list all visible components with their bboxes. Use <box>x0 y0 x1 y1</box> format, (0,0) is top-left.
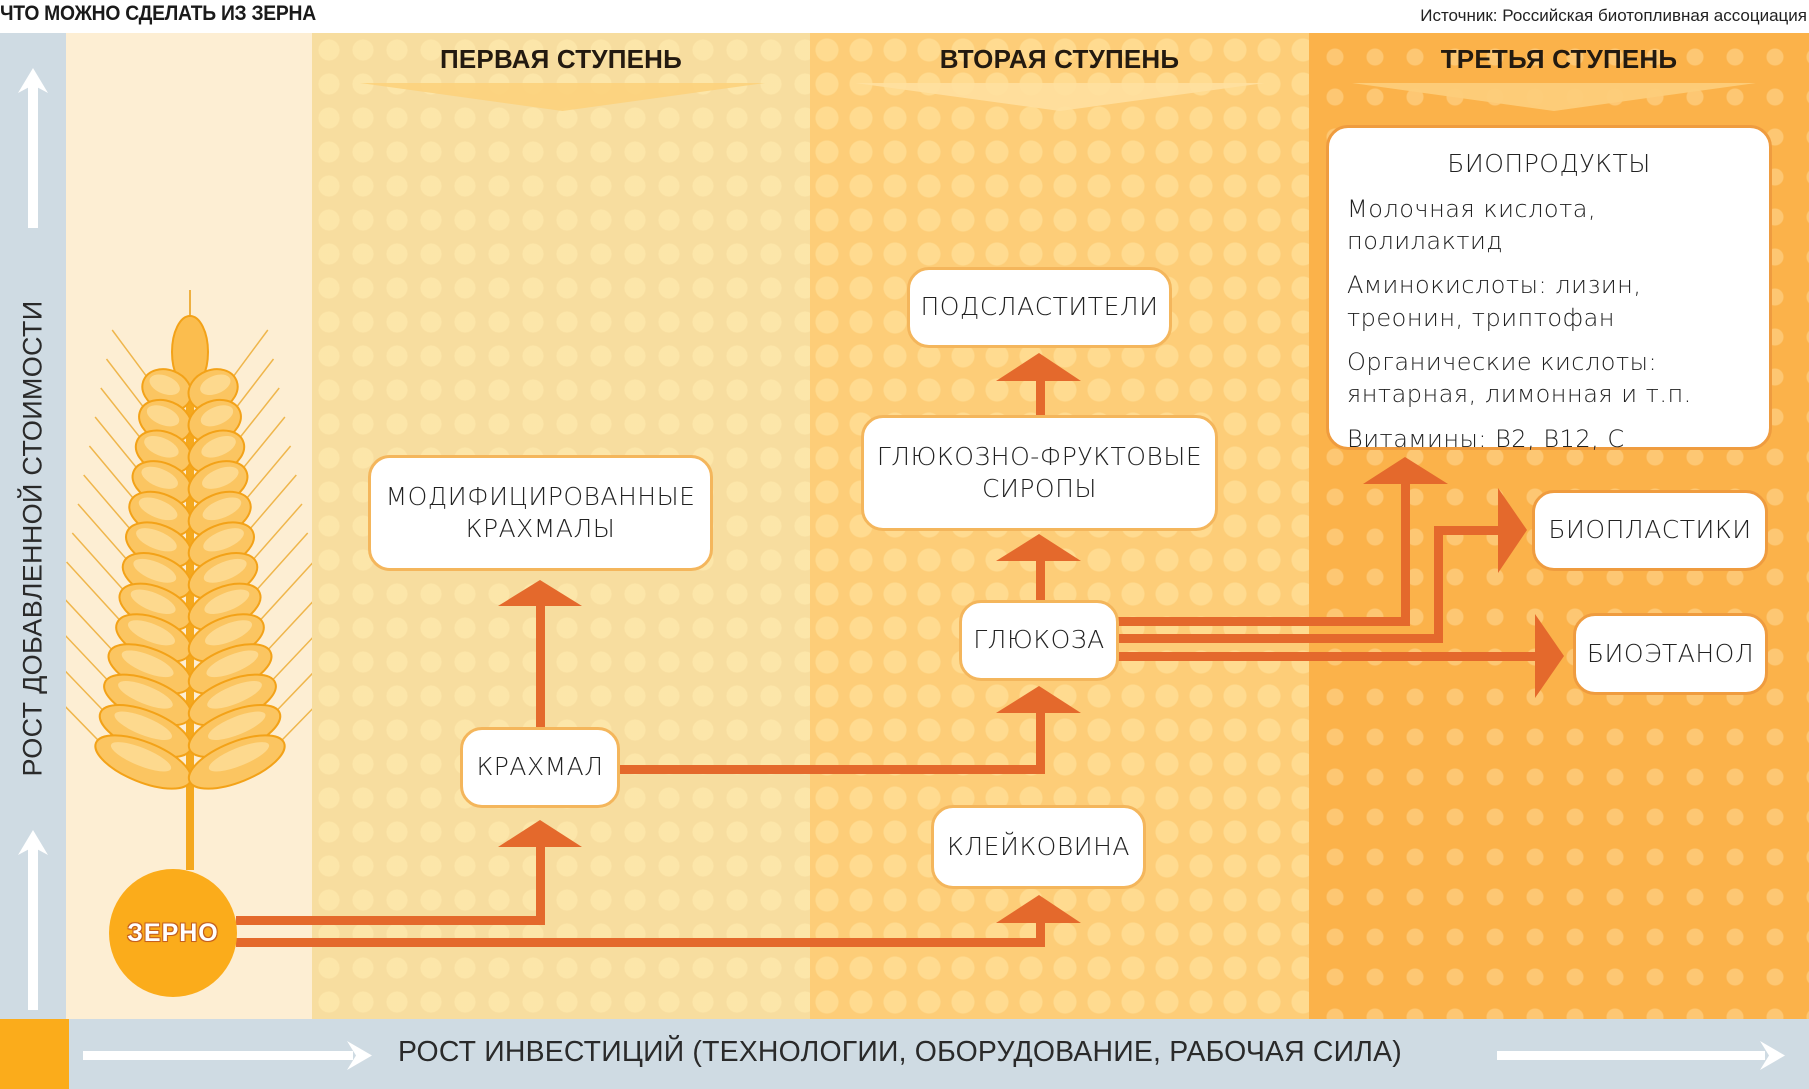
stage-1-chevron <box>360 83 765 111</box>
wheat-part <box>202 497 242 521</box>
node-gluten-label: КЛЕЙКОВИНА <box>947 831 1130 861</box>
arrow-up-icon <box>18 68 48 93</box>
bioproducts-item: Витамины: B2, B12, C <box>1347 424 1625 453</box>
wheat-part <box>127 620 175 646</box>
arrow-right-icon <box>83 1051 353 1060</box>
wheat-part <box>208 711 266 741</box>
infographic-title: ЧТО МОЖНО СДЕЛАТЬ ИЗ ЗЕРНА <box>0 2 316 25</box>
arrow-right-icon <box>347 1041 372 1070</box>
wheat-part <box>207 681 262 709</box>
arrow-up-icon <box>18 830 48 855</box>
wheat-part <box>201 466 239 489</box>
wheat-ear-icon <box>66 290 312 870</box>
node-starch: КРАХМАЛ <box>460 727 620 808</box>
arrow-up-icon <box>28 845 38 1010</box>
bioproducts-item: Органические кислоты: янтарная, лимонная… <box>1347 348 1692 409</box>
wheat-part <box>141 466 179 489</box>
source-note: Источник: Российская биотопливная ассоци… <box>1420 6 1807 25</box>
node-bioethanol-label: БИОЭТАНОЛ <box>1586 638 1755 668</box>
wheat-part <box>201 436 236 458</box>
node-glucose-label: ГЛЮКОЗА <box>973 625 1105 655</box>
stage-3-title: ТРЕТЬЯ СТУПЕНЬ <box>1440 44 1678 74</box>
wheat-part <box>200 405 234 427</box>
stage-2-chevron <box>855 83 1265 111</box>
arrow-right-icon <box>1497 1051 1765 1060</box>
wheat-part <box>227 329 269 385</box>
node-modified-starch-line2: КРАХМАЛЫ <box>465 514 616 543</box>
node-bioplastics-label: БИОПЛАСТИКИ <box>1548 515 1752 545</box>
wheat-part <box>149 374 180 396</box>
wheat-part <box>136 528 177 552</box>
node-glucose: ГЛЮКОЗА <box>959 600 1119 681</box>
wheat-part <box>138 497 178 521</box>
wheat-part <box>200 374 231 396</box>
node-syrups-line1: ГЛЮКОЗНО-ФРУКТОВЫЕ <box>876 441 1203 471</box>
wheat-part <box>206 650 259 678</box>
axis-corner-swatch <box>0 1019 69 1089</box>
wheat-part <box>121 650 174 678</box>
wheat-part <box>130 589 176 615</box>
wheat-part <box>203 528 244 552</box>
node-modified-starch-line1: МОДИФИЦИРОВАННЫЕ <box>385 481 696 511</box>
node-grain: ЗЕРНО <box>109 869 237 997</box>
bioproducts-title: БИОПРОДУКТЫ <box>1447 149 1651 178</box>
horizontal-axis-label: РОСТ ИНВЕСТИЦИЙ (ТЕХНОЛОГИИ, ОБОРУДОВАНИ… <box>398 1036 1402 1068</box>
wheat-part <box>205 620 253 646</box>
bioproducts-item: Молочная кислота, полилактид <box>1347 194 1597 255</box>
wheat-part <box>133 558 177 583</box>
bioproducts-item: Аминокислоты: лизин, треонин, триптофан <box>1347 271 1642 332</box>
arrow-up-icon <box>28 83 38 228</box>
wheat-part <box>146 405 180 427</box>
node-starch-label: КРАХМАЛ <box>476 752 604 782</box>
arrow-right-icon <box>1760 1041 1785 1070</box>
stage-1-title: ПЕРВАЯ СТУПЕНЬ <box>439 44 683 74</box>
stage-3-chevron <box>1352 83 1756 111</box>
node-sweeteners: ПОДСЛАСТИТЕЛИ <box>907 267 1172 348</box>
node-modified-starch: МОДИФИЦИРОВАННЫЕ КРАХМАЛЫ <box>368 455 713 571</box>
node-bioethanol: БИОЭТАНОЛ <box>1573 613 1768 695</box>
node-syrups-line2: СИРОПЫ <box>982 474 1097 503</box>
vertical-axis-arrows <box>18 68 48 1010</box>
node-syrups: ГЛЮКОЗНО-ФРУКТОВЫЕ СИРОПЫ <box>861 415 1218 531</box>
wheat-part <box>111 329 153 385</box>
wheat-part <box>204 589 250 615</box>
node-sweeteners-label: ПОДСЛАСТИТЕЛИ <box>920 292 1159 322</box>
wheat-part <box>118 681 173 709</box>
horizontal-axis-arrows <box>83 1041 1785 1070</box>
node-gluten: КЛЕЙКОВИНА <box>931 805 1146 889</box>
wheat-part <box>144 436 179 458</box>
wheat-part <box>110 742 172 772</box>
stage-2-title: ВТОРАЯ СТУПЕНЬ <box>939 44 1180 74</box>
wheat-part <box>203 558 247 583</box>
wheat-part <box>114 711 172 741</box>
node-bioplastics: БИОПЛАСТИКИ <box>1532 490 1768 571</box>
node-grain-label: ЗЕРНО <box>127 918 219 947</box>
wheat-part <box>186 330 194 870</box>
wheat-part <box>208 742 270 772</box>
node-bioproducts: БИОПРОДУКТЫ Молочная кислота, полилактид… <box>1326 125 1772 453</box>
